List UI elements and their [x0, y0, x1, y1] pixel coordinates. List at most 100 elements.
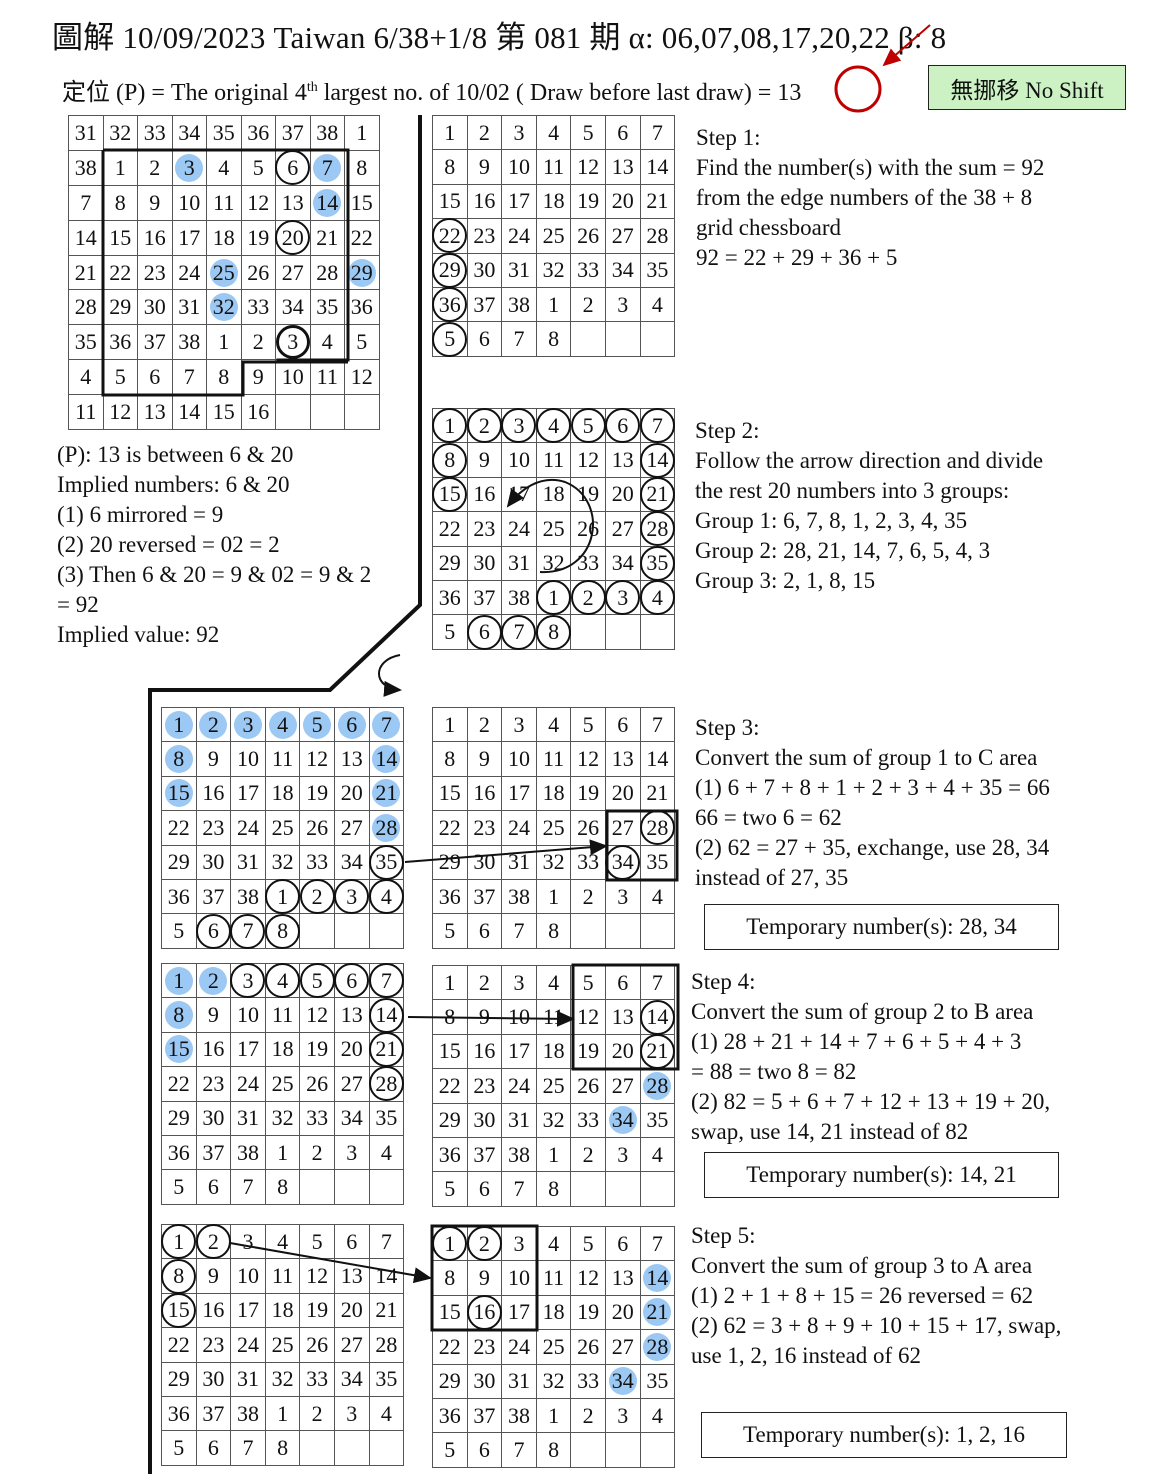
cell-number: 3 — [617, 1141, 629, 1167]
grid-cell: 25 — [535, 1068, 572, 1104]
grid-cell: 5 — [161, 1169, 197, 1205]
cell-number: 25 — [542, 222, 565, 248]
cell-number: 20 — [611, 1038, 634, 1064]
grid-cell: 19 — [299, 1292, 335, 1329]
grid-cell: 13 — [604, 999, 641, 1035]
grid-cell: 27 — [333, 1066, 370, 1102]
cell-number: 16 — [473, 1299, 496, 1325]
grid-cell: 27 — [604, 218, 641, 254]
grid-cell: 32 — [535, 1102, 572, 1138]
cell-number: 2 — [478, 119, 490, 145]
cell-number: 30 — [473, 1368, 496, 1394]
grid-cell: 38 — [501, 1397, 537, 1434]
grid-cell: 8 — [432, 1260, 468, 1296]
grid-cell: 4 — [639, 1136, 676, 1173]
grid-cell: 1 — [264, 878, 301, 916]
grid-cell: 33 — [570, 844, 606, 880]
cell-number: 8 — [548, 619, 560, 645]
grid-cell: 35 — [68, 324, 104, 361]
grid-cell: 20 — [333, 1031, 370, 1068]
grid-cell: 8 — [432, 442, 468, 479]
grid-cell: 20 — [604, 476, 641, 513]
grid-cell: 6 — [466, 321, 503, 357]
cell-number: 12 — [306, 1263, 329, 1289]
cell-number: 23 — [473, 1333, 496, 1359]
cell-number: 26 — [577, 515, 600, 541]
grid-cell: 8 — [535, 1171, 572, 1207]
cell-number: 37 — [473, 1402, 496, 1428]
grid-cell: 18 — [264, 1031, 301, 1068]
cell-number: 36 — [167, 883, 190, 909]
grid-cell: 35 — [368, 1361, 405, 1397]
cell-number: 36 — [350, 294, 373, 320]
cell-number: 3 — [513, 711, 525, 737]
grid-cell: 8 — [264, 913, 301, 950]
grid-cell: 7 — [368, 962, 405, 1000]
cell-number: 18 — [271, 780, 294, 806]
cell-number: 24 — [507, 1072, 530, 1098]
grid-cell: 5 — [240, 149, 276, 186]
cell-number: 23 — [202, 1070, 225, 1096]
cell-number: 29 — [109, 294, 132, 320]
cell-number: 3 — [617, 883, 629, 909]
cell-number: 16 — [247, 399, 270, 425]
grid-cell: 16 — [240, 394, 276, 431]
grid-cell: 4 — [535, 114, 572, 151]
cell-number: 34 — [611, 1368, 634, 1394]
grid-cell: 24 — [230, 1327, 266, 1363]
grid-cell — [570, 1171, 606, 1207]
grid-cell: 1 — [535, 1136, 572, 1173]
grid-cell: 27 — [275, 254, 311, 291]
grid-cell: 7 — [501, 1432, 537, 1468]
cell-number: 17 — [507, 1299, 530, 1325]
step2-line-2: Follow the arrow direction and divide — [695, 448, 1044, 473]
grid-cell: 26 — [570, 810, 606, 846]
grid-cell: 12 — [570, 741, 606, 777]
grid-cell: 19 — [570, 476, 606, 513]
explain-line-5: (3) Then 6 & 20 = 9 & 02 = 9 & 2 — [57, 562, 372, 587]
cell-number: 34 — [611, 550, 634, 576]
grid-cell: 32 — [264, 1361, 301, 1397]
cell-number: 19 — [306, 1036, 329, 1062]
cell-number: 6 — [617, 969, 629, 995]
cell-number: 2 — [478, 969, 490, 995]
cell-number: 5 — [582, 969, 594, 995]
grid-cell: 12 — [240, 184, 276, 221]
cell-number: 5 — [356, 329, 368, 355]
grid-cell: 8 — [344, 149, 380, 186]
step5-line-1: Step 5: — [691, 1223, 756, 1248]
grid-cell: 5 — [570, 706, 606, 743]
step4-line-5: (2) 82 = 5 + 6 + 7 + 12 + 13 + 19 + 20, — [691, 1089, 1051, 1114]
cell-number: 33 — [306, 1366, 329, 1392]
cell-number: 21 — [74, 259, 97, 285]
grid-cell: 11 — [264, 997, 301, 1033]
grid-cell: 15 — [161, 1031, 197, 1068]
cell-number: 2 — [207, 711, 219, 737]
cell-number: 7 — [513, 1437, 525, 1463]
cell-number: 29 — [438, 257, 461, 283]
cell-number: 27 — [340, 814, 363, 840]
cell-number: 7 — [242, 1174, 254, 1200]
cell-number: 12 — [577, 1265, 600, 1291]
grid-cell: 21 — [639, 1033, 676, 1070]
cell-number: 10 — [178, 189, 201, 215]
cell-number: 6 — [346, 1228, 358, 1254]
cell-number: 4 — [277, 711, 289, 737]
grid-cell: 25 — [206, 254, 242, 291]
cell-number: 3 — [287, 329, 299, 355]
cell-number: 31 — [236, 849, 259, 875]
grid-cell: 7 — [368, 1223, 405, 1260]
cell-number: 1 — [444, 969, 456, 995]
cell-number: 19 — [577, 1299, 600, 1325]
cell-number: 27 — [340, 1070, 363, 1096]
cell-number: 30 — [202, 1366, 225, 1392]
cell-number: 5 — [444, 1176, 456, 1202]
cell-number: 17 — [507, 1038, 530, 1064]
grid-cell: 38 — [68, 149, 104, 186]
